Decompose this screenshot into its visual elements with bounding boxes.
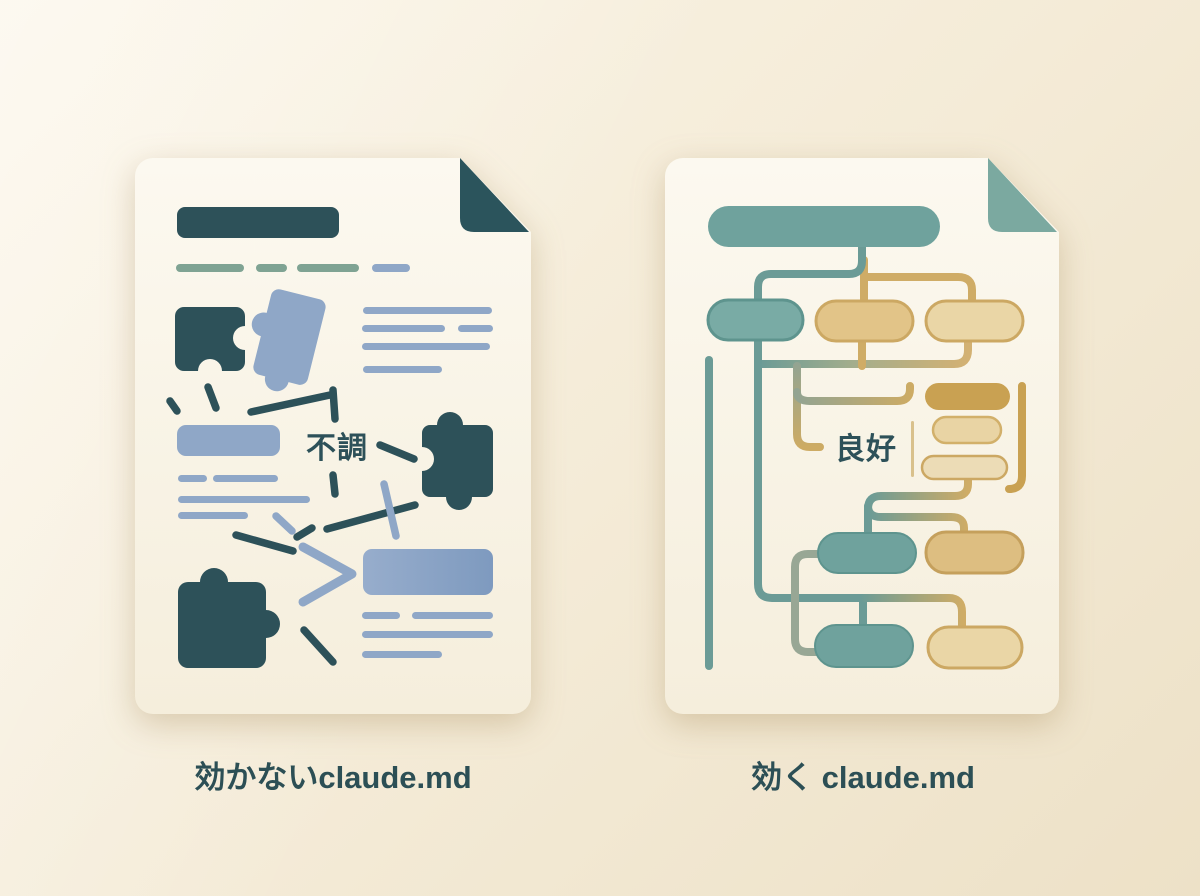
connector-fragment	[204, 383, 220, 412]
flowchart-nodes	[706, 206, 1025, 670]
connector-fragment	[380, 480, 400, 540]
title-bar-block	[177, 207, 339, 238]
content-block	[177, 425, 280, 456]
connector-line	[860, 594, 966, 633]
right-doc-status-label: 良好	[835, 433, 897, 466]
working-claude-md-document	[665, 158, 1059, 714]
connector-fragment	[300, 626, 337, 666]
text-line	[362, 651, 442, 658]
folded-corner-icon	[988, 158, 1057, 232]
text-line	[363, 307, 492, 314]
text-line	[362, 343, 490, 350]
connector-fragment	[272, 512, 296, 535]
dash-segment	[297, 264, 359, 272]
text-line	[412, 612, 493, 619]
flow-node-small	[925, 383, 1010, 410]
text-line	[178, 496, 310, 503]
connector-fragment	[166, 397, 181, 415]
puzzle-piece-icon	[251, 289, 326, 392]
page	[665, 158, 1059, 714]
flow-node	[924, 299, 1025, 343]
connector-line	[864, 502, 968, 538]
connector-line	[793, 362, 824, 451]
puzzle-pieces	[175, 289, 493, 668]
dashed-divider	[176, 264, 410, 272]
connector-fragment	[323, 501, 419, 533]
puzzle-piece-icon	[422, 412, 493, 510]
content-block	[363, 549, 493, 595]
folded-corner-icon	[460, 158, 529, 232]
text-line	[458, 325, 493, 332]
connector-fragment	[329, 386, 339, 423]
flow-node	[814, 624, 914, 668]
dash-segment	[372, 264, 410, 272]
right-doc-caption: 効く claude.md	[751, 760, 975, 795]
text-line	[178, 475, 207, 482]
text-line	[362, 612, 400, 619]
flow-node	[706, 298, 805, 342]
flow-node-small	[931, 415, 1003, 445]
flow-node	[817, 532, 917, 574]
broken-connector-lines	[166, 383, 419, 666]
connector-fragment	[247, 391, 334, 416]
puzzle-piece-icon	[178, 568, 280, 668]
text-line	[362, 325, 445, 332]
connector-line	[754, 242, 866, 308]
connector-fragment	[376, 441, 418, 463]
broken-claude-md-document	[135, 158, 531, 714]
flow-node	[926, 625, 1024, 670]
rail-line	[1005, 382, 1026, 493]
flow-node	[924, 530, 1025, 575]
connector-fragment	[232, 531, 297, 555]
flowchart-connectors	[705, 242, 1026, 670]
puzzle-piece-icon	[175, 307, 245, 371]
text-line	[178, 512, 248, 519]
connector-line	[754, 334, 972, 368]
dash-segment	[256, 264, 287, 272]
connector-fragment	[329, 471, 339, 498]
flow-node	[814, 299, 915, 343]
tick-line	[911, 421, 914, 477]
left-doc-status-label: 不調	[306, 432, 368, 465]
dash-segment	[176, 264, 244, 272]
text-line	[213, 475, 278, 482]
connector-line	[793, 382, 914, 405]
connector-fragment	[293, 524, 316, 541]
flow-node-title	[708, 206, 940, 247]
text-line	[362, 631, 493, 638]
connector-line	[860, 273, 976, 308]
text-line	[363, 366, 442, 373]
connector-line	[754, 334, 870, 602]
flow-node-small	[920, 454, 1009, 481]
text-lines	[178, 307, 493, 658]
connector-line	[791, 550, 822, 656]
chevron-fragment	[298, 542, 357, 607]
left-doc-caption: 効かないclaude.md	[194, 760, 472, 795]
